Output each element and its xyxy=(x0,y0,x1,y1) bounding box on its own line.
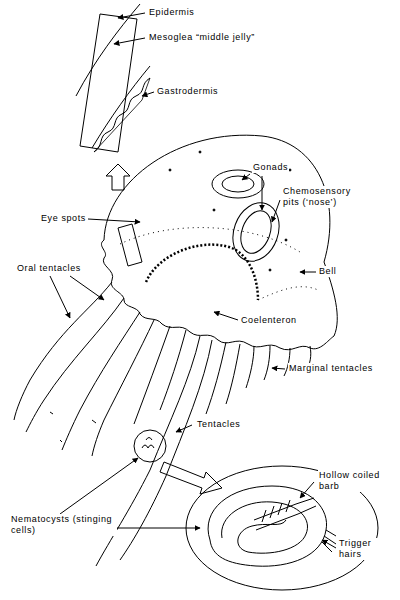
part-label: Tentacles xyxy=(196,419,241,430)
part-label: Epidermis xyxy=(148,7,195,18)
specks xyxy=(50,412,96,442)
part-label: Hollow coiled barb xyxy=(318,470,390,492)
part-label: Gastrodermis xyxy=(156,86,219,97)
part-label: Nematocysts (stinging cells) xyxy=(10,514,117,536)
leader-lines xyxy=(50,13,336,548)
oral-tentacles xyxy=(14,282,186,456)
nematocyst-cells xyxy=(142,438,154,449)
part-label: Bell xyxy=(318,266,337,277)
part-label: Trigger hairs xyxy=(338,538,390,560)
part-label: Eye spots xyxy=(40,213,87,224)
part-label: Gonads xyxy=(252,162,289,173)
part-label: Chemosensory pits (‘nose’) xyxy=(282,186,364,208)
marginal-tentacles xyxy=(96,336,311,566)
sample-box xyxy=(118,224,142,266)
body-wall-inset xyxy=(76,4,150,152)
part-label: Mesoglea “middle jelly” xyxy=(148,32,256,43)
part-label: Marginal tentacles xyxy=(288,363,374,374)
zoom-arrow xyxy=(160,462,222,494)
part-label: Coelenteron xyxy=(240,315,298,326)
nematocyst-highlight xyxy=(134,430,166,462)
part-label: Oral tentacles xyxy=(16,263,82,274)
